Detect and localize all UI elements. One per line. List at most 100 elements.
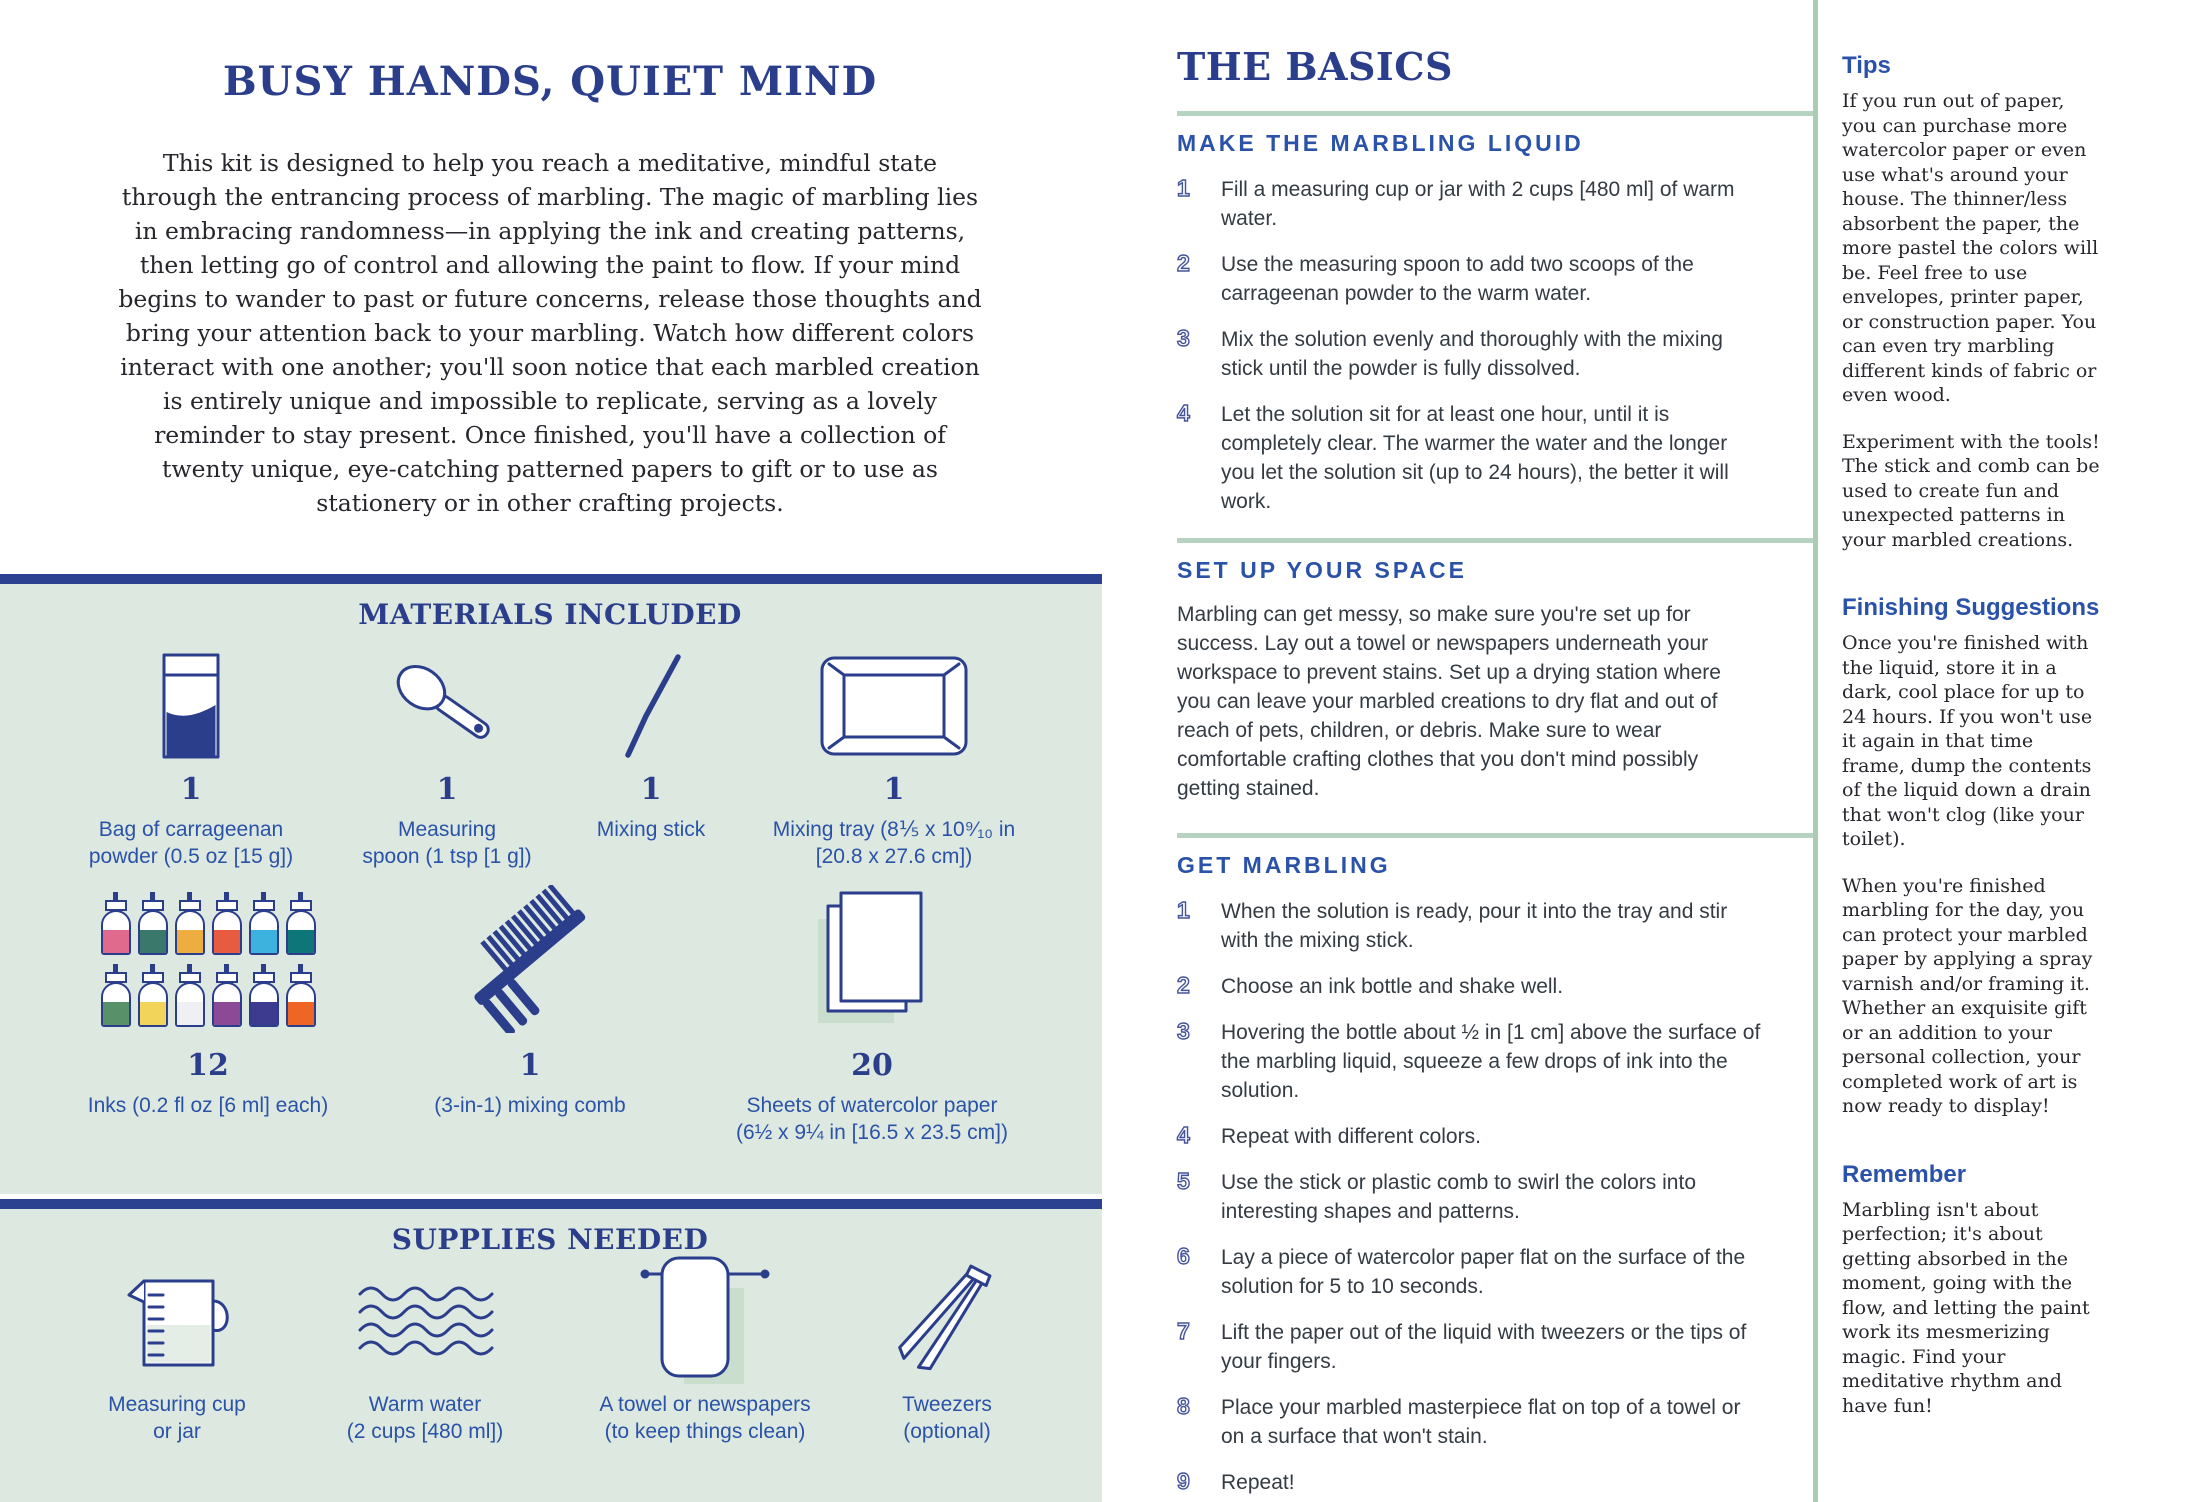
step-text: Use the measuring spoon to add two scoop… <box>1221 253 1694 305</box>
step-text: Repeat! <box>1221 1471 1295 1494</box>
step-row: 7 Lift the paper out of the liquid with t… <box>1176 1317 1807 1376</box>
step-number: 9 <box>1176 1467 1190 1494</box>
finishing-paragraph: Once you're finished with the liquid, st… <box>1842 632 2093 850</box>
material-count: 1 <box>436 772 458 807</box>
mixing-stick-icon <box>521 654 781 758</box>
step-text: Choose an ink bottle and shake well. <box>1221 975 1564 998</box>
mixing-tray-icon <box>764 654 1024 758</box>
get-marbling-steps: 1 When the solution is ready, pour it int… <box>1176 896 1807 1497</box>
basics-column: THE BASICS MAKE THE MARBLING LIQUID 1 Fil… <box>1176 0 1817 1502</box>
material-item-powder-bag: 1 Bag of carrageenan powder (0.5 oz [15 … <box>61 653 321 870</box>
step-number: 3 <box>1176 1017 1190 1044</box>
material-item-mixing-tray: 1 Mixing tray (8⅕ x 10⁹⁄₁₀ in [20.8 x 27… <box>764 654 1024 870</box>
material-count: 12 <box>187 1048 229 1083</box>
ink-bottle <box>174 963 205 1027</box>
material-label: Bag of carrageenan powder (0.5 oz [15 g]… <box>88 818 294 868</box>
remember-paragraph: Marbling isn't about perfection; it's ab… <box>1842 1198 2090 1417</box>
tips-paragraph: Experiment with the tools! The stick and… <box>1842 430 2100 551</box>
tips-heading: Tips <box>1842 52 1891 79</box>
ink-bottles-icon <box>68 884 348 1034</box>
mixing-comb-icon <box>390 884 670 1034</box>
sidebar: Tips If you run out of paper, you can pu… <box>1842 0 2100 1418</box>
materials-heading: MATERIALS INCLUDED <box>358 598 742 631</box>
materials-panel: MATERIALS INCLUDED 1 Bag of carrageenan … <box>0 574 1102 1194</box>
step-row: 5 Use the stick or plastic comb to swirl … <box>1176 1167 1807 1226</box>
step-row: 9 Repeat! <box>1176 1467 1807 1497</box>
material-item-inks: 12 Inks (0.2 fl oz [6 ml] each) <box>68 884 348 1119</box>
material-label: Sheets of watercolor paper (6½ x 9¼ in [… <box>736 1094 1008 1144</box>
supply-item-tweezers: Tweezers (optional) <box>827 1264 1067 1445</box>
finishing-heading: Finishing Suggestions <box>1842 594 2100 621</box>
step-text: Lay a piece of watercolor paper flat on … <box>1221 1246 1746 1298</box>
paper-sheets-icon <box>732 884 1012 1034</box>
left-column: BUSY HANDS, QUIET MIND This kit is desig… <box>0 58 1102 1502</box>
material-label: Measuring spoon (1 tsp [1 g]) <box>362 818 532 868</box>
supply-item-warm-water: Warm water (2 cups [480 ml]) <box>305 1267 545 1445</box>
step-number: 8 <box>1176 1392 1190 1419</box>
ink-bottle <box>100 891 131 955</box>
step-row: 1 Fill a measuring cup or jar with 2 cups… <box>1176 174 1807 233</box>
step-row: 6 Lay a piece of watercolor paper flat on… <box>1176 1242 1807 1301</box>
step-row: 2 Use the measuring spoon to add two scoo… <box>1176 249 1807 308</box>
step-text: Lift the paper out of the liquid with tw… <box>1221 1321 1747 1373</box>
tips-paragraph: If you run out of paper, you can purchas… <box>1842 90 2099 406</box>
step-row: 4 Repeat with different colors. <box>1176 1121 1807 1151</box>
material-count: 20 <box>851 1048 893 1083</box>
supplies-panel: SUPPLIES NEEDED <box>0 1199 1102 1502</box>
ink-bottle <box>285 891 316 955</box>
step-text: Fill a measuring cup or jar with 2 cups … <box>1221 178 1735 230</box>
material-item-paper-sheets: 20 Sheets of watercolor paper (6½ x 9¼ i… <box>732 884 1012 1146</box>
step-number: 5 <box>1176 1167 1190 1194</box>
step-number: 4 <box>1176 1121 1190 1148</box>
step-text: Let the solution sit for at least one ho… <box>1221 403 1729 513</box>
step-text: Use the stick or plastic comb to swirl t… <box>1221 1171 1697 1223</box>
section-divider <box>1177 538 1817 543</box>
step-text: Repeat with different colors. <box>1221 1125 1481 1148</box>
get-marbling-heading: GET MARBLING <box>1177 852 1391 878</box>
step-text: Mix the solution evenly and thoroughly w… <box>1221 328 1723 380</box>
material-item-mixing-stick: 1 Mixing stick <box>521 654 781 843</box>
step-number: 4 <box>1176 399 1190 426</box>
material-count: 1 <box>640 772 662 807</box>
supply-label: Measuring cup or jar <box>108 1393 246 1443</box>
step-number: 1 <box>1176 896 1190 923</box>
step-number: 1 <box>1176 174 1190 201</box>
step-number: 2 <box>1176 249 1190 276</box>
ink-bottle <box>137 891 168 955</box>
ink-bottle <box>248 963 279 1027</box>
supplies-heading: SUPPLIES NEEDED <box>391 1223 709 1256</box>
section-divider <box>1177 833 1817 838</box>
tweezers-icon <box>827 1264 1067 1375</box>
material-label: Mixing stick <box>596 818 706 841</box>
step-text: Hovering the bottle about ½ in [1 cm] ab… <box>1221 1021 1761 1102</box>
ink-bottle <box>211 891 242 955</box>
supply-label: Tweezers (optional) <box>902 1393 992 1443</box>
towel-icon <box>585 1256 825 1384</box>
make-liquid-steps: 1 Fill a measuring cup or jar with 2 cups… <box>1176 174 1807 516</box>
make-liquid-heading: MAKE THE MARBLING LIQUID <box>1177 130 1584 156</box>
material-label: (3-in-1) mixing comb <box>434 1094 626 1117</box>
step-number: 6 <box>1176 1242 1190 1269</box>
ink-bottle <box>248 891 279 955</box>
material-item-measuring-spoon: 1 Measuring spoon (1 tsp [1 g]) <box>317 654 577 870</box>
measuring-cup-icon <box>57 1267 297 1375</box>
step-row: 4 Let the solution sit for at least one h… <box>1176 399 1807 516</box>
supply-item-measuring-cup: Measuring cup or jar <box>57 1267 297 1445</box>
finishing-paragraph: When you're finished marbling for the da… <box>1842 874 2093 1118</box>
material-label: Mixing tray (8⅕ x 10⁹⁄₁₀ in [20.8 x 27.6… <box>772 818 1016 868</box>
powder-bag-icon <box>61 653 321 759</box>
ink-bottle <box>100 963 131 1027</box>
step-number: 7 <box>1176 1317 1190 1344</box>
basics-title: THE BASICS <box>1177 44 1453 89</box>
setup-space-heading: SET UP YOUR SPACE <box>1177 557 1468 583</box>
material-count: 1 <box>883 772 905 807</box>
step-text: When the solution is ready, pour it into… <box>1221 900 1728 952</box>
setup-space-body: Marbling can get messy, so make sure you… <box>1177 603 1721 800</box>
warm-water-icon <box>305 1267 545 1375</box>
supply-label: Warm water (2 cups [480 ml]) <box>346 1393 504 1443</box>
measuring-spoon-icon <box>317 654 577 758</box>
remember-heading: Remember <box>1842 1160 1967 1188</box>
